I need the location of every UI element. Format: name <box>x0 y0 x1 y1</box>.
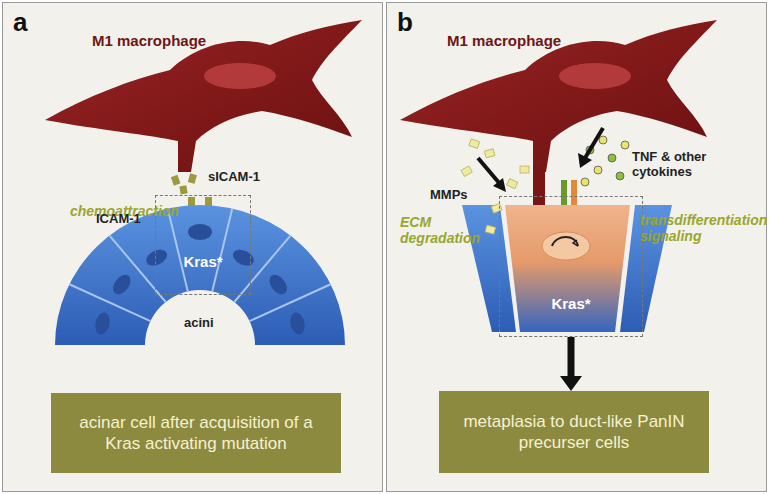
arrow <box>560 337 582 391</box>
label: MMPs <box>430 188 468 203</box>
label: acini <box>184 316 214 331</box>
label: M1 macrophage <box>92 32 206 49</box>
label: ECM degradation <box>400 214 480 246</box>
panel: aKras* acinar cell after acquisition of a… <box>2 2 383 492</box>
caption-box: acinar cell after acquisition of a Kras … <box>51 393 341 473</box>
cell-box: Kras* <box>499 196 643 337</box>
macrophage <box>45 20 362 172</box>
label: sICAM-1 <box>208 170 260 185</box>
panel-letter: b <box>397 7 413 38</box>
acini-cells <box>69 209 330 336</box>
node-text: metaplasia to duct-like PanIN precurser … <box>449 411 699 454</box>
mmp-fragments <box>461 139 529 234</box>
caption-box: metaplasia to duct-like PanIN precurser … <box>439 391 709 473</box>
node-text: acinar cell after acquisition of a Kras … <box>61 412 331 455</box>
label: M1 macrophage <box>447 32 561 49</box>
label: ICAM-1 <box>96 212 141 227</box>
node-text: Kras* <box>183 253 222 270</box>
panel: bKras* metaplasia to duct-like PanIN prec… <box>386 2 767 492</box>
acini-ring <box>55 205 345 345</box>
label: transdifferentiation signaling <box>640 212 762 244</box>
metaplastic-cell <box>505 205 630 332</box>
panel-letter: a <box>13 7 27 38</box>
label: TNF & other cytokines <box>632 150 760 180</box>
node-text: Kras* <box>551 295 590 312</box>
